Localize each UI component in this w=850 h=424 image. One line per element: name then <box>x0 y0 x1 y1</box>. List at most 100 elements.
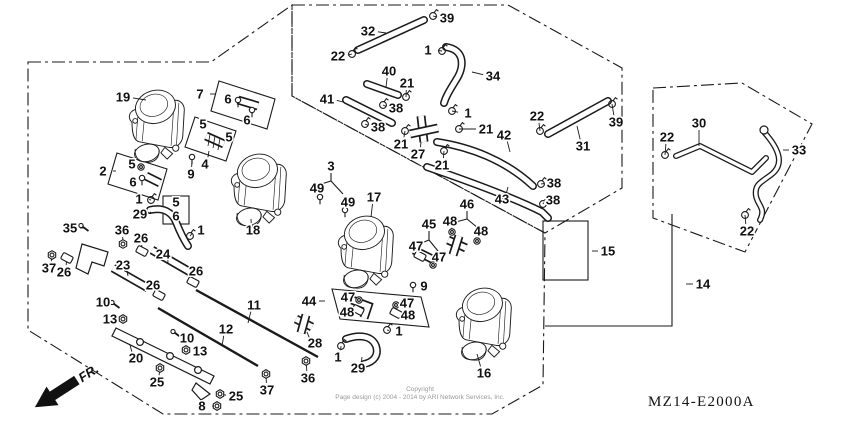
callout-22: 22 <box>331 49 345 64</box>
carburetor-18 <box>230 149 287 229</box>
callout-5: 5 <box>172 195 179 210</box>
leader-line <box>576 125 581 140</box>
part-glyph <box>442 43 448 49</box>
box-assembly-7 <box>210 80 276 130</box>
part-glyph <box>261 369 271 379</box>
callout-11: 11 <box>247 298 261 313</box>
callout-15: 15 <box>601 244 615 259</box>
hose-panel-border <box>291 4 623 234</box>
leader-line <box>419 141 422 148</box>
callout-21: 21 <box>479 122 493 137</box>
callout-49: 49 <box>341 195 355 210</box>
part-glyph <box>444 143 450 149</box>
part-glyph <box>394 303 398 307</box>
leader-line <box>149 211 152 214</box>
callout-36: 36 <box>115 223 129 238</box>
hose-41 <box>343 97 395 126</box>
leader-line <box>538 122 541 132</box>
part-glyph <box>438 47 446 55</box>
callout-1: 1 <box>334 350 341 365</box>
hose-40 <box>364 81 401 98</box>
pipe-33 <box>754 130 781 222</box>
part-glyph <box>536 127 544 135</box>
part-glyph <box>212 401 222 411</box>
part-glyph <box>402 93 410 101</box>
leader-line <box>506 141 511 153</box>
bracket-assembly-14 <box>545 214 673 327</box>
part-glyph <box>217 391 223 397</box>
part-glyph <box>170 328 176 335</box>
callout-37: 37 <box>42 261 56 276</box>
part-glyph <box>120 241 126 247</box>
callout-30: 30 <box>692 116 706 131</box>
callout-22: 22 <box>740 224 754 239</box>
callout-47: 47 <box>341 290 355 305</box>
part-glyph <box>337 342 345 350</box>
callout-32: 32 <box>361 24 375 39</box>
callout-1: 1 <box>395 324 402 339</box>
leader-line <box>611 103 615 116</box>
hose-32 <box>355 17 427 53</box>
callout-26: 26 <box>146 278 160 293</box>
leader-line <box>207 150 210 158</box>
part-glyph <box>186 232 194 240</box>
part-glyph <box>392 301 400 309</box>
leader-line <box>385 77 388 88</box>
pipe-33-joint <box>759 125 769 135</box>
part-glyph <box>190 228 196 234</box>
callout-27: 27 <box>411 147 425 162</box>
part-glyph <box>147 196 155 204</box>
part-glyph <box>118 239 128 249</box>
part-glyph <box>413 250 427 262</box>
callout-38: 38 <box>546 193 560 208</box>
part-glyph <box>112 302 121 309</box>
callout-22: 22 <box>530 109 544 124</box>
pipe-30 <box>674 144 768 174</box>
callout-26: 26 <box>134 231 148 246</box>
rail-hole <box>136 338 145 347</box>
callout-1: 1 <box>135 192 142 207</box>
front-arrow-icon <box>34 375 80 408</box>
part-glyph <box>215 389 225 399</box>
callout-35: 35 <box>63 221 77 236</box>
part-glyph <box>341 338 347 344</box>
hose-31 <box>545 98 611 137</box>
front-marker-label: FR. <box>76 361 102 385</box>
callout-25: 25 <box>150 375 164 390</box>
carburetor-16 <box>455 283 512 363</box>
callout-38: 38 <box>547 176 561 191</box>
part-glyph <box>120 316 126 322</box>
part-glyph <box>152 289 166 301</box>
part-glyph <box>431 263 435 267</box>
part-glyph <box>248 106 256 114</box>
callout-10: 10 <box>180 331 194 346</box>
part-glyph <box>138 174 146 182</box>
callout-3: 3 <box>327 159 334 174</box>
part-glyph <box>109 299 115 306</box>
hose-29-upper <box>147 206 191 249</box>
callout-34: 34 <box>486 69 501 84</box>
part-glyph <box>47 250 57 260</box>
part-glyph <box>49 252 55 258</box>
callout-49: 49 <box>310 181 324 196</box>
rod-11 <box>195 288 319 359</box>
diagram-part-code: MZ14-E2000A <box>648 394 755 410</box>
callout-19: 19 <box>116 90 130 105</box>
callout-13: 13 <box>103 312 117 327</box>
box-assembly-5 <box>184 116 237 162</box>
part-glyph <box>409 281 417 289</box>
callout-44: 44 <box>302 294 317 309</box>
part-glyph <box>383 97 389 103</box>
hose-43 <box>424 164 551 221</box>
part-glyph <box>429 261 437 269</box>
callout-29: 29 <box>351 361 365 376</box>
callout-37: 37 <box>260 383 274 398</box>
part-glyph <box>263 371 269 377</box>
part-glyph <box>383 326 391 334</box>
joint-2 <box>144 173 162 186</box>
part-glyph <box>341 206 349 214</box>
leader-line <box>126 271 129 277</box>
part-glyph <box>448 228 456 236</box>
